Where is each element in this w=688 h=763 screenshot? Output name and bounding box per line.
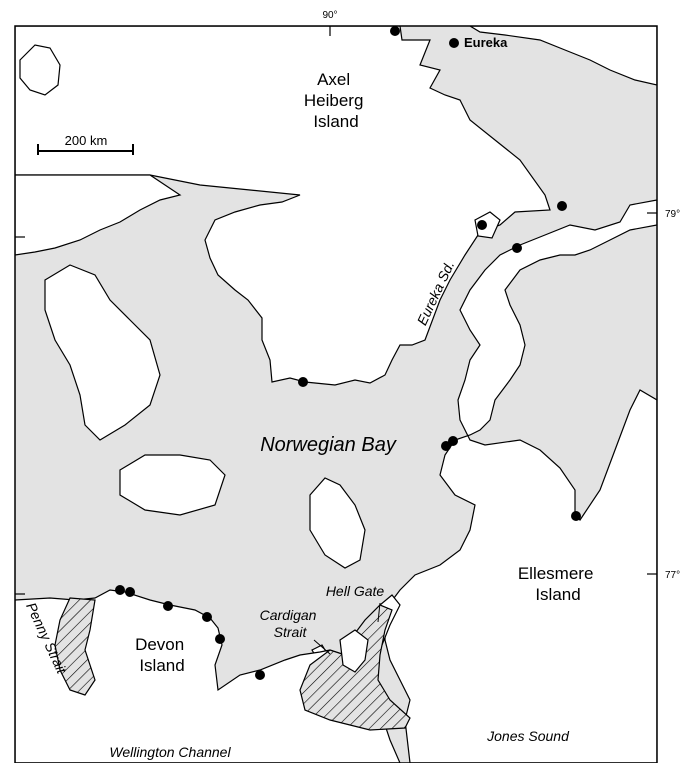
west-island (44, 264, 161, 441)
northeast-landmass (468, 26, 657, 86)
cardigan-strait-label: Cardigan Strait (260, 607, 321, 640)
devon-island-label: Devon Island (135, 635, 189, 675)
site-marker (477, 220, 487, 230)
site-markers (115, 26, 581, 680)
south-central-island (309, 477, 366, 569)
site-marker (125, 587, 135, 597)
latitude-label-77: 77° (665, 570, 680, 581)
jones-sound-label: Jones Sound (486, 728, 570, 744)
site-marker (448, 436, 458, 446)
eureka-label: Eureka (464, 35, 508, 50)
site-marker (202, 612, 212, 622)
west-landmass-upper (15, 174, 182, 256)
site-marker (115, 585, 125, 595)
site-marker (298, 377, 308, 387)
site-marker (390, 26, 400, 36)
latitude-label-79: 79° (665, 209, 680, 220)
norwegian-bay-label: Norwegian Bay (260, 434, 397, 456)
site-marker (255, 670, 265, 680)
site-marker (441, 441, 451, 451)
site-marker (449, 38, 459, 48)
ellesmere-landmass (384, 199, 657, 763)
axel-heiberg-label: Axel Heiberg Island (304, 70, 368, 131)
scale-bar: 200 km (37, 133, 134, 155)
longitude-label-90: 90° (322, 10, 337, 21)
islet-northwest (19, 44, 61, 96)
wellington-channel-label: Wellington Channel (109, 744, 231, 760)
site-marker (512, 243, 522, 253)
site-marker (571, 511, 581, 521)
map-frame (14, 25, 658, 763)
axel-heiberg-landmass (15, 26, 551, 386)
scale-bar-label: 200 km (65, 133, 108, 148)
site-marker (215, 634, 225, 644)
hell-gate-label: Hell Gate (326, 583, 385, 599)
hell-gate-islet (339, 629, 369, 673)
central-island (119, 454, 226, 516)
ellesmere-label: Ellesmere Island (518, 564, 598, 604)
site-marker (163, 601, 173, 611)
islet-eureka-sound (474, 211, 501, 239)
hatched-region-west (54, 597, 96, 696)
site-marker (557, 201, 567, 211)
